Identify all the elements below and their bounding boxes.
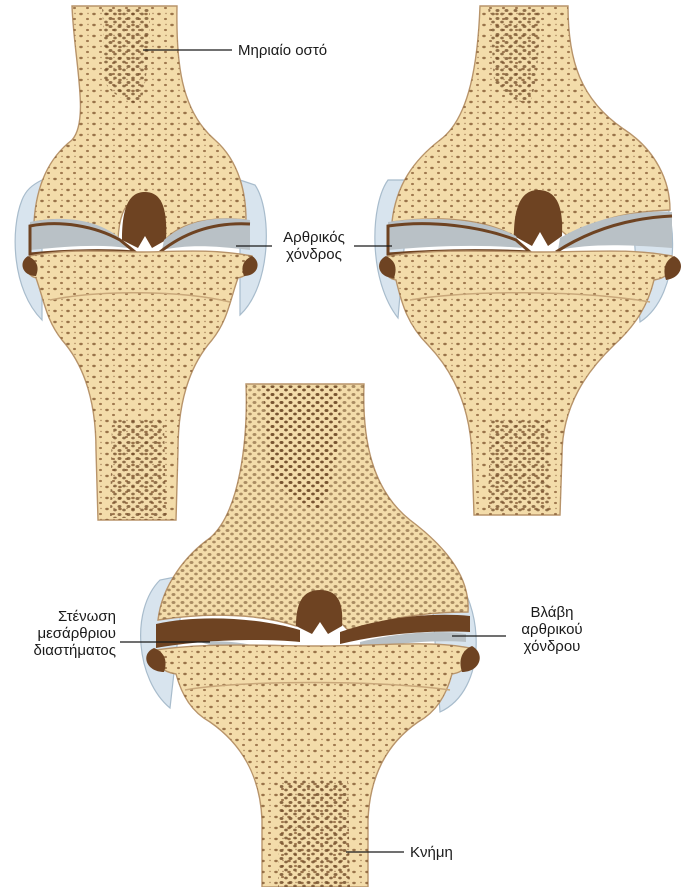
healthy-knee-right (375, 6, 681, 515)
tibia-marrow (278, 780, 350, 887)
arthritic-knee (141, 384, 480, 887)
cartilage-label-line-1: Αρθρικός (272, 229, 356, 246)
damage-label: Βλάβη αρθρικού χόνδρου (506, 604, 598, 655)
narrowing-label-line-2: μεσάρθριου (12, 625, 116, 642)
narrowing-label-line-1: Στένωση (12, 608, 116, 625)
femur-label: Μηριαίο οστό (238, 42, 327, 59)
damage-label-line-1: Βλάβη (506, 604, 598, 621)
tibia-label: Κνήμη (410, 844, 453, 861)
cartilage-label: Αρθρικός χόνδρος (272, 229, 356, 263)
damage-label-line-2: αρθρικού (506, 621, 598, 638)
tibia-marrow (110, 420, 166, 518)
damage-label-line-3: χόνδρου (506, 638, 598, 655)
tibia-marrow (488, 420, 550, 512)
cartilage-label-line-2: χόνδρος (272, 246, 356, 263)
narrowing-label-line-3: διαστήματος (12, 642, 116, 659)
healthy-knee-left (15, 6, 266, 520)
narrowing-label: Στένωση μεσάρθριου διαστήματος (12, 608, 116, 659)
